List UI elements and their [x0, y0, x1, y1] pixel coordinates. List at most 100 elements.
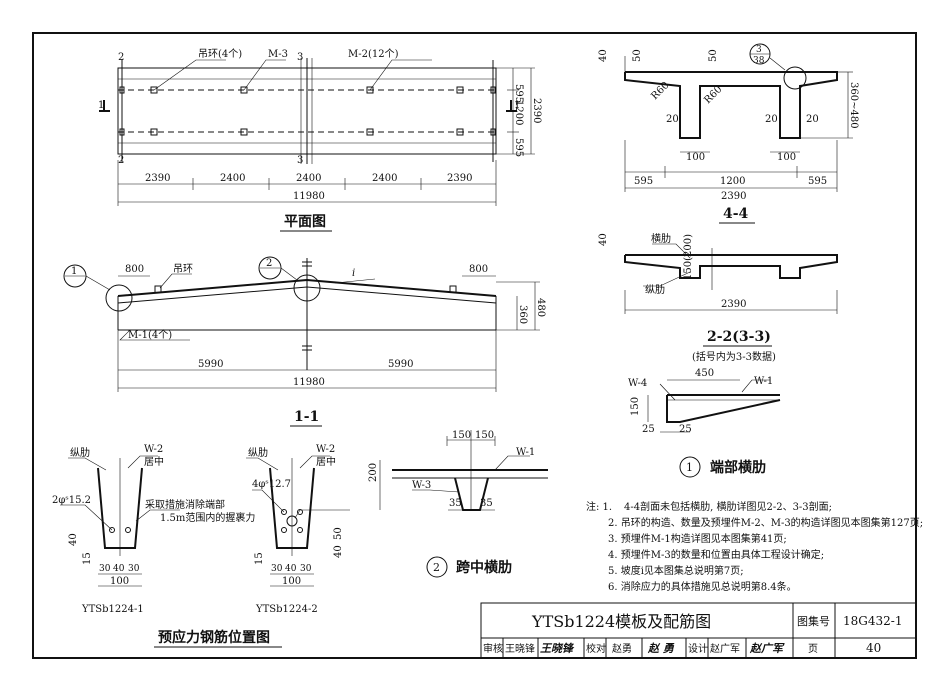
section-2-2: 40 横肋 纵肋 150(200) 2390 2-2(3-3) (括号内为3-3…: [598, 232, 838, 363]
midrib-title: 跨中横肋: [456, 559, 512, 576]
pre2-bar: 4φˢ12.7: [252, 479, 291, 490]
plan-dim-1: 2390: [145, 173, 170, 184]
pre1-d15: 15: [82, 552, 93, 565]
title-block: YTSb1224模板及配筋图 图集号 18G432-1 审核 王晓锋 王晓锋 校…: [480, 602, 917, 659]
pre2-name: YTSb1224-2: [255, 604, 318, 615]
endrib-title: 端部横肋: [710, 459, 766, 476]
elev-callout-2-num: 2: [266, 258, 272, 269]
pre-measure-1: 采取措施消除端部: [145, 498, 225, 511]
sec44-d2390: 2390: [721, 191, 746, 202]
plan-dim-total: 11980: [293, 191, 325, 202]
endrib-num-circle: [679, 456, 701, 478]
elev-dim-right: 5990: [388, 359, 413, 370]
plan-rdim-1: 595: [513, 84, 524, 103]
midrib-d150a: 150: [452, 430, 471, 441]
midrib-d35a: 35: [449, 498, 462, 509]
titleblock-title: YTSb1224模板及配筋图: [531, 612, 711, 631]
sec44-d50a: 50: [632, 49, 643, 62]
midrib-w3: W-3: [412, 480, 431, 491]
elevation-view: 1 2 800 800 吊环 i M-1(4个) 360 480 5990 59…: [63, 256, 546, 427]
design-label: 设计: [688, 642, 708, 655]
pre2-d40: 40: [333, 545, 344, 558]
design-signature: 赵广军: [749, 642, 785, 655]
endrib-d450: 450: [695, 368, 714, 379]
mid-rib-detail: 150 150 W-1 W-3 200 35 35 2 跨中横肋: [368, 430, 548, 578]
elev-dim-480: 480: [535, 298, 546, 317]
plan-m2-label: M-2(12个): [348, 48, 399, 60]
plan-rdim-2: 1200: [513, 100, 524, 125]
midrib-d35b: 35: [480, 498, 493, 509]
note-2: 2. 吊环的构造、数量及预埋件M-2、M-3的构造详图见本图集第127页;: [608, 516, 923, 529]
plan-m3-label: M-3: [268, 49, 288, 60]
plan-dim-2: 2400: [220, 173, 245, 184]
pre2-w2: W-2: [316, 444, 335, 455]
endrib-d150: 150: [630, 397, 641, 416]
plan-title: 平面图: [284, 214, 326, 230]
sec44-outline: [624, 71, 838, 139]
note-5: 5. 坡度i见本图集总说明第7页;: [608, 564, 744, 577]
elev-dim-800-left: 800: [125, 264, 144, 275]
endrib-num: 1: [686, 461, 693, 474]
midrib-d200: 200: [368, 463, 379, 482]
elev-slope-label: i: [352, 268, 355, 279]
prestress-title: 预应力钢筋位置图: [158, 629, 270, 646]
sec44-title: 4-4: [723, 206, 749, 222]
pre2-mid: 居中: [316, 455, 336, 468]
notes: 注: 1. 4-4剖面未包括横肋, 横肋详图见2-2、3-3剖面; 2. 吊环的…: [586, 500, 923, 593]
check-signature: 赵 勇: [647, 642, 675, 655]
pre1-rib: 纵肋: [70, 446, 90, 459]
sec22-d40: 40: [598, 233, 609, 246]
elev-dim-360: 360: [517, 305, 528, 324]
page-number: 40: [866, 641, 881, 655]
review-name: 王晓锋: [505, 642, 535, 655]
elev-dim-800-right: 800: [469, 264, 488, 275]
midrib-num: 2: [433, 561, 440, 574]
sec44-d50b: 50: [708, 49, 719, 62]
plan-dim-3: 2400: [296, 173, 321, 184]
sec44-callout-bot: 38: [753, 56, 765, 66]
pre1-d100: 100: [110, 576, 129, 587]
sec22-title: 2-2(3-3): [707, 329, 771, 345]
endrib-w1: W-1: [754, 376, 773, 387]
sec44-d20c: 20: [806, 114, 819, 125]
page-label: 页: [808, 643, 818, 655]
sec44-d595b: 595: [808, 176, 827, 187]
sheet-border: [32, 32, 917, 659]
plan-sec1-left: 1: [98, 100, 104, 111]
end-rib-detail: W-4 W-1 450 150 25 25 1 端部横肋: [628, 368, 781, 478]
note-6: 6. 消除应力的具体措施见总说明第8.4条。: [608, 580, 797, 593]
endrib-d25b: 25: [679, 424, 692, 435]
atlas-number: 18G432-1: [843, 614, 902, 628]
pre1-bar: 2φˢ15.2: [52, 495, 91, 506]
plan-sec1-right: 1: [514, 100, 520, 111]
check-label: 校对: [586, 642, 606, 655]
pre2-d40b: 40: [285, 564, 297, 574]
plan-rdim-3: 595: [513, 138, 524, 157]
plan-view: 吊环(4个) M-3 M-2(12个) 2 2 3 3 1 1 2390 240…: [98, 48, 542, 232]
design-name: 赵广军: [710, 642, 740, 655]
sec22-d150: 150(200): [683, 234, 694, 280]
sec22-d2390: 2390: [721, 299, 746, 310]
plan-sec3-top: 3: [297, 52, 303, 63]
pre1-name: YTSb1224-1: [81, 604, 144, 615]
plan-sec2-bot: 2: [118, 155, 124, 166]
elev-callout-1-num: 1: [71, 266, 77, 277]
prestress-detail: W-2 居中 纵肋 2φˢ15.2 40 15 30 40 30 100 YTS…: [52, 444, 350, 648]
elev-dim-left: 5990: [198, 359, 223, 370]
elev-m1-label: M-1(4个): [128, 329, 172, 341]
note-lead: 注: 1.: [586, 500, 612, 513]
review-signature: 王晓锋: [540, 642, 575, 655]
plan-sec3-bot: 3: [297, 155, 303, 166]
sec22-cross-label: 横肋: [651, 232, 671, 245]
atlas-label: 图集号: [797, 614, 830, 628]
sec44-d1200: 1200: [720, 176, 745, 187]
sec44-d40: 40: [598, 49, 609, 62]
pre1-d30a: 30: [99, 564, 111, 574]
section-4-4: 40 50 50 3 38 R60 R60 20 20 20 100 100 3…: [598, 43, 859, 224]
review-label: 审核: [483, 642, 503, 655]
sec22-note: (括号内为3-3数据): [692, 350, 776, 363]
midrib-d150b: 150: [475, 430, 494, 441]
plan-sec2-top: 2: [118, 52, 124, 63]
pre1-d40: 40: [68, 533, 79, 546]
sec44-callout-top: 3: [756, 45, 762, 55]
